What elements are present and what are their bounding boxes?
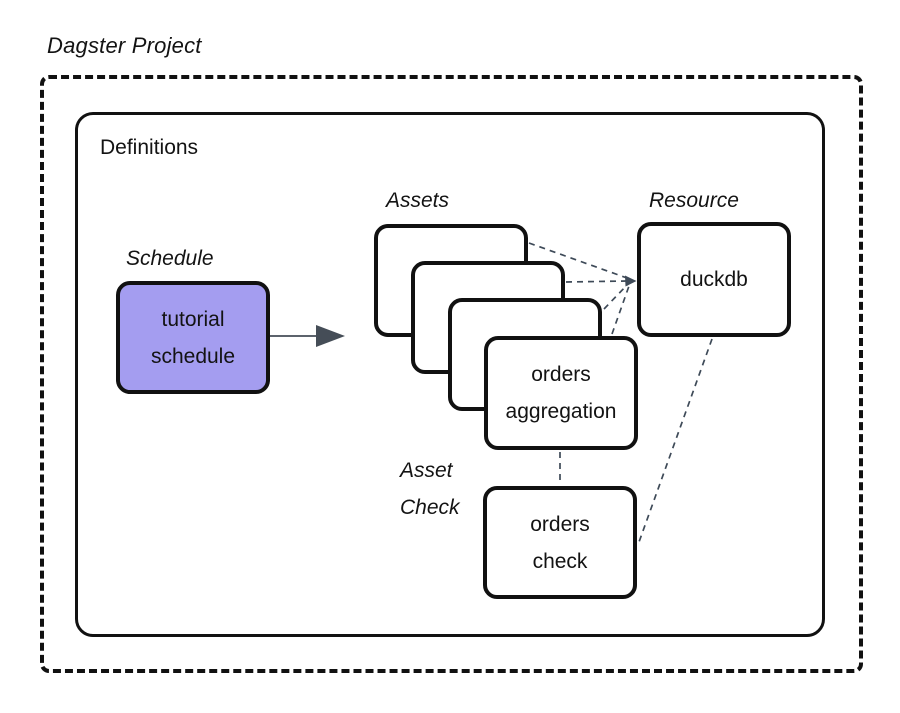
diagram-title: Dagster Project <box>47 33 202 58</box>
orders-aggregation-label-line2: aggregation <box>505 400 617 423</box>
orders-aggregation-node: orders aggregation <box>484 336 638 450</box>
schedule-group-label: Schedule <box>126 247 214 270</box>
duckdb-resource-node: duckdb <box>637 222 791 337</box>
definitions-label: Definitions <box>100 136 199 159</box>
assets-group-label: Assets <box>386 189 450 212</box>
orders-aggregation-label-line1: orders <box>531 363 591 386</box>
tutorial-schedule-node: tutorial schedule <box>116 281 270 394</box>
asset-check-group-label: Asset Check <box>400 459 460 519</box>
tutorial-schedule-label-line2: schedule <box>150 344 236 368</box>
resource-group-label: Resource <box>649 189 739 212</box>
orders-check-node: orders check <box>483 486 637 599</box>
tutorial-schedule-label-line1: tutorial <box>161 307 225 331</box>
orders-check-label-line2: check <box>532 549 588 573</box>
dagster-project-boundary <box>40 75 863 673</box>
orders-check-label-line1: orders <box>530 512 590 536</box>
duckdb-label: duckdb <box>680 268 748 291</box>
